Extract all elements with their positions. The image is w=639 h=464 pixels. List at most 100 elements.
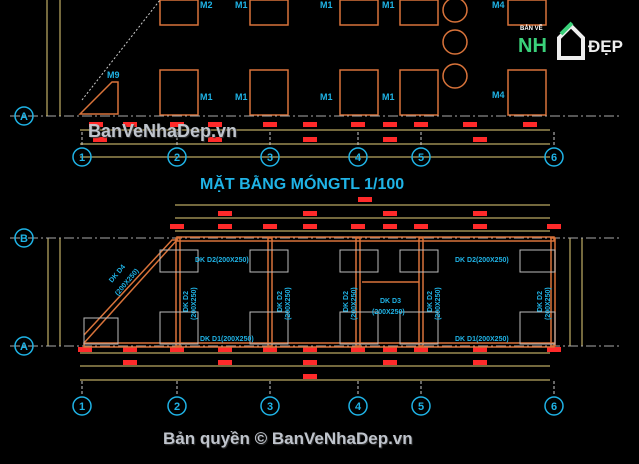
dimension-mark — [383, 360, 397, 365]
beam-label-d3: DK D3 — [380, 298, 401, 305]
grid-label: 5 — [418, 152, 424, 164]
dimension-mark — [547, 224, 561, 229]
dimension-mark — [358, 197, 372, 202]
watermark-copyright: Bản quyền © BanVeNhaDep.vn — [163, 429, 413, 448]
beam-label-d2-vertical: DK D2 — [183, 291, 190, 312]
footings — [83, 249, 556, 345]
grid-bubble-4 — [348, 396, 368, 416]
door-label-m4: M4 — [492, 90, 505, 100]
dimension-mark — [463, 122, 477, 127]
dimension-mark — [303, 211, 317, 216]
grid-bubble-3 — [260, 396, 280, 416]
dimension-mark — [473, 347, 487, 352]
dimension-mark — [170, 122, 184, 127]
dimension-mark — [473, 224, 487, 229]
grid-bubble-5 — [411, 147, 431, 167]
dimension-mark — [523, 122, 537, 127]
dimension-mark — [473, 137, 487, 142]
dimension-mark — [303, 360, 317, 365]
beam-label-d1: DK D1(200X250) — [455, 336, 509, 343]
beam-label-d2-size: (200X250) — [191, 287, 198, 320]
grid-label: 6 — [551, 401, 557, 413]
dimension-mark — [218, 211, 232, 216]
dimension-mark — [123, 360, 137, 365]
beam-label-d2-size: (200X250) — [351, 287, 358, 320]
grid-bubble-2 — [167, 396, 187, 416]
beam-label-d1: DK D1(200X250) — [200, 336, 254, 343]
dimension-mark — [208, 122, 222, 127]
grid-label: 2 — [174, 401, 180, 413]
dimension-mark — [89, 122, 103, 127]
upper-plan — [78, 0, 547, 116]
top-dimension-lines — [46, 0, 550, 158]
grid-bubble-1 — [72, 147, 92, 167]
lower-dimension-lines — [47, 204, 583, 381]
dimension-mark — [414, 224, 428, 229]
beam-label-d2: DK D2(200X250) — [455, 257, 509, 264]
dimension-mark — [303, 122, 317, 127]
beam-label-d2-vertical: DK D2 — [277, 291, 284, 312]
door-label-m2: M2 — [200, 0, 213, 10]
dimension-mark — [303, 374, 317, 379]
dimension-mark — [170, 224, 184, 229]
dimension-mark — [383, 137, 397, 142]
dimension-mark — [383, 122, 397, 127]
dimension-mark — [383, 224, 397, 229]
grid-bubble-1 — [72, 396, 92, 416]
beam-label-d2: DK D2(200X250) — [195, 257, 249, 264]
grid-label: 5 — [418, 401, 424, 413]
door-label-m1: M1 — [200, 92, 213, 102]
grid-label: 4 — [355, 401, 362, 413]
plan-title: MẶT BẰNG MÓNGTL 1/100 — [200, 174, 404, 193]
grid-label: A — [20, 341, 28, 353]
dimension-mark — [351, 347, 365, 352]
logo-text-right: ĐẸP — [588, 37, 623, 56]
grid-bubble-B — [14, 228, 34, 248]
dimension-mark — [351, 224, 365, 229]
foundation-beams — [83, 236, 556, 348]
grid-bubble-5 — [411, 396, 431, 416]
door-label-m1: M1 — [320, 92, 333, 102]
dimension-mark — [383, 347, 397, 352]
dimension-mark — [123, 122, 137, 127]
grid-label: 3 — [267, 401, 273, 413]
brand-logo: BẢN VẼ NH ĐẸP — [510, 16, 632, 66]
grid-label: 4 — [355, 152, 362, 164]
door-label-m1: M1 — [382, 92, 395, 102]
door-label-m1: M1 — [235, 0, 248, 10]
beam-label-d2-vertical: DK D2 — [427, 291, 434, 312]
dimension-mark — [303, 137, 317, 142]
dimension-mark — [218, 224, 232, 229]
beam-label-d2-size: (200X250) — [435, 287, 442, 320]
door-label-m1: M1 — [320, 0, 333, 10]
dimension-mark — [383, 211, 397, 216]
dimension-mark — [218, 360, 232, 365]
grid-bubble-4 — [348, 147, 368, 167]
dimension-mark — [208, 137, 222, 142]
dimension-mark — [547, 347, 561, 352]
logo-text-top: BẢN VẼ — [520, 26, 543, 32]
grid-bubble-6 — [544, 396, 564, 416]
door-label-m4: M4 — [492, 0, 505, 10]
grid-bubble-A — [14, 106, 34, 126]
dimension-mark — [303, 347, 317, 352]
dimension-mark — [414, 122, 428, 127]
beam-label-d2-vertical: DK D2 — [343, 291, 350, 312]
dimension-mark — [303, 224, 317, 229]
dimension-values — [78, 122, 561, 379]
door-label-m9: M9 — [107, 70, 120, 80]
grid-label: 2 — [174, 152, 180, 164]
grid-bubble-3 — [260, 147, 280, 167]
dimension-mark — [263, 224, 277, 229]
dimension-mark — [414, 347, 428, 352]
dimension-mark — [263, 122, 277, 127]
dimension-mark — [123, 347, 137, 352]
dimension-mark — [170, 347, 184, 352]
grid-label: 1 — [79, 152, 85, 164]
watermark-top: BanVeNhaDep.vn — [88, 121, 238, 141]
beam-label-d2-vertical: DK D2 — [537, 291, 544, 312]
beam-label-d3-size: (200X250) — [372, 309, 405, 316]
beam-label-d2-size: (200X250) — [285, 287, 292, 320]
